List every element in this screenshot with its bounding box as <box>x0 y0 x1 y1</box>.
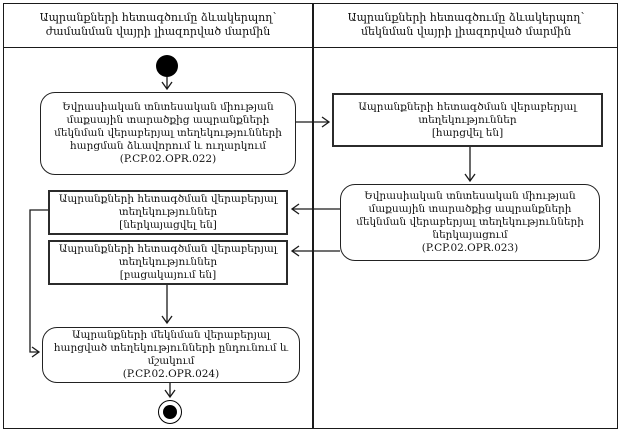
initial-node <box>156 55 178 77</box>
object-state: [բացակայում են] <box>119 269 217 281</box>
lane-title: Ապրանքների հետագծումը ձևակերպող՝ մեկնման… <box>347 11 585 38</box>
action-text: Եվրասիական տնտեսական միության մաքսային տ… <box>54 101 282 152</box>
header-separator <box>3 47 618 48</box>
action-code: (P.CP.02.OPR.023) <box>421 242 519 254</box>
swimlane-header-departure-authority: Ապրանքների հետագծումը ձևակերպող՝ մեկնման… <box>314 4 618 46</box>
lane-title: Ապրանքների հետագծումը ձևակերպող՝ ժամանմա… <box>39 11 277 38</box>
diagram-border <box>3 3 618 429</box>
action-text: Եվրասիական տնտեսական միության մաքսային տ… <box>356 190 584 241</box>
action-node-opr024: Ապրանքների մեկնման վերաբերյալ հարցված տե… <box>42 327 300 383</box>
action-code: (P.CP.02.OPR.022) <box>119 153 217 165</box>
action-node-opr022: Եվրասիական տնտեսական միության մաքսային տ… <box>40 92 296 175</box>
swimlane-divider <box>312 3 314 429</box>
object-text: Ապրանքների հետագծման վերաբերյալ տեղեկութ… <box>58 243 278 268</box>
object-state: [ներկայացվել են] <box>119 219 217 231</box>
object-node-info-absent: Ապրանքների հետագծման վերաբերյալ տեղեկութ… <box>48 240 288 285</box>
object-node-info-requested: Ապրանքների հետագծման վերաբերյալ տեղեկութ… <box>332 93 603 147</box>
activity-final-node-core <box>163 405 177 419</box>
action-code: (P.CP.02.OPR.024) <box>122 368 220 380</box>
object-state: [հարցվել են] <box>431 126 504 139</box>
action-text: Ապրանքների մեկնման վերաբերյալ հարցված տե… <box>53 329 289 367</box>
object-node-info-presented: Ապրանքների հետագծման վերաբերյալ տեղեկութ… <box>48 190 288 235</box>
object-text: Ապրանքների հետագծման վերաբերյալ տեղեկութ… <box>358 100 577 126</box>
object-text: Ապրանքների հետագծման վերաբերյալ տեղեկութ… <box>58 193 278 218</box>
activity-final-node <box>158 400 182 424</box>
swimlane-header-arrival-authority: Ապրանքների հետագծումը ձևակերպող՝ ժամանմա… <box>4 4 312 46</box>
action-node-opr023: Եվրասիական տնտեսական միության մաքսային տ… <box>340 184 600 261</box>
